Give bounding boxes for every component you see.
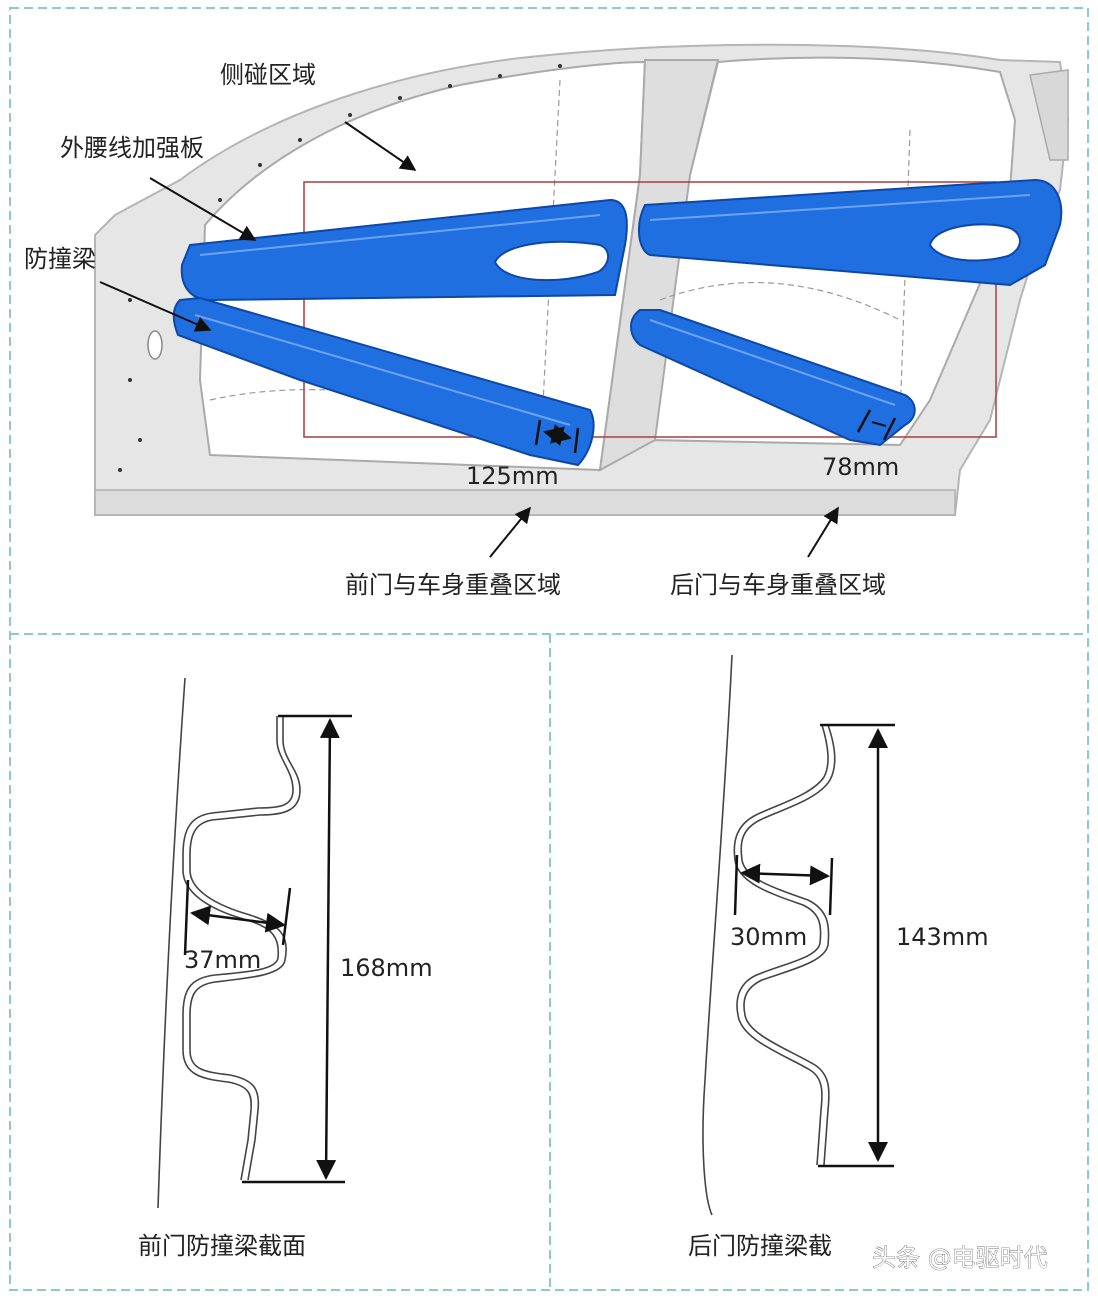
label-outer-beltline: 外腰线加强板 <box>60 134 204 162</box>
front-section-caption: 前门防撞梁截面 <box>138 1232 306 1260</box>
rear-door-skin <box>702 654 733 1216</box>
panel-borders <box>9 7 1089 1291</box>
watermark: 头条 @电驱时代 <box>872 1244 1048 1272</box>
front-door-skin <box>157 677 186 1209</box>
front-section-dim-height: 168mm <box>340 954 433 982</box>
front-beam-section <box>157 677 301 1209</box>
rear-section-dim-height: 143mm <box>896 923 989 951</box>
front-section-dim-depth: 37mm <box>184 946 261 974</box>
rear-beam-section <box>702 654 836 1216</box>
overlap-dimension-markers <box>534 409 897 454</box>
label-side-impact-zone: 侧碰区域 <box>220 61 316 89</box>
label-rear-overlap-zone: 后门与车身重叠区域 <box>670 571 886 599</box>
label-anti-collision-beam: 防撞梁 <box>24 245 96 273</box>
dim-rear-overlap: 78mm <box>822 453 899 481</box>
rear-beam-profile <box>740 724 836 1166</box>
front-beam-dimensions <box>183 714 352 1184</box>
label-front-overlap-zone: 前门与车身重叠区域 <box>345 571 561 599</box>
side-impact-zone-box <box>303 181 997 438</box>
pointer-arrows <box>99 121 839 558</box>
beam-holes <box>493 223 1021 282</box>
rear-section-caption: 后门防撞梁截 <box>688 1232 832 1260</box>
dim-front-overlap: 125mm <box>466 462 559 490</box>
rear-anti-collision-beam <box>630 309 916 447</box>
rear-beam-dimensions <box>733 723 895 1168</box>
rear-section-dim-depth: 30mm <box>730 923 807 951</box>
